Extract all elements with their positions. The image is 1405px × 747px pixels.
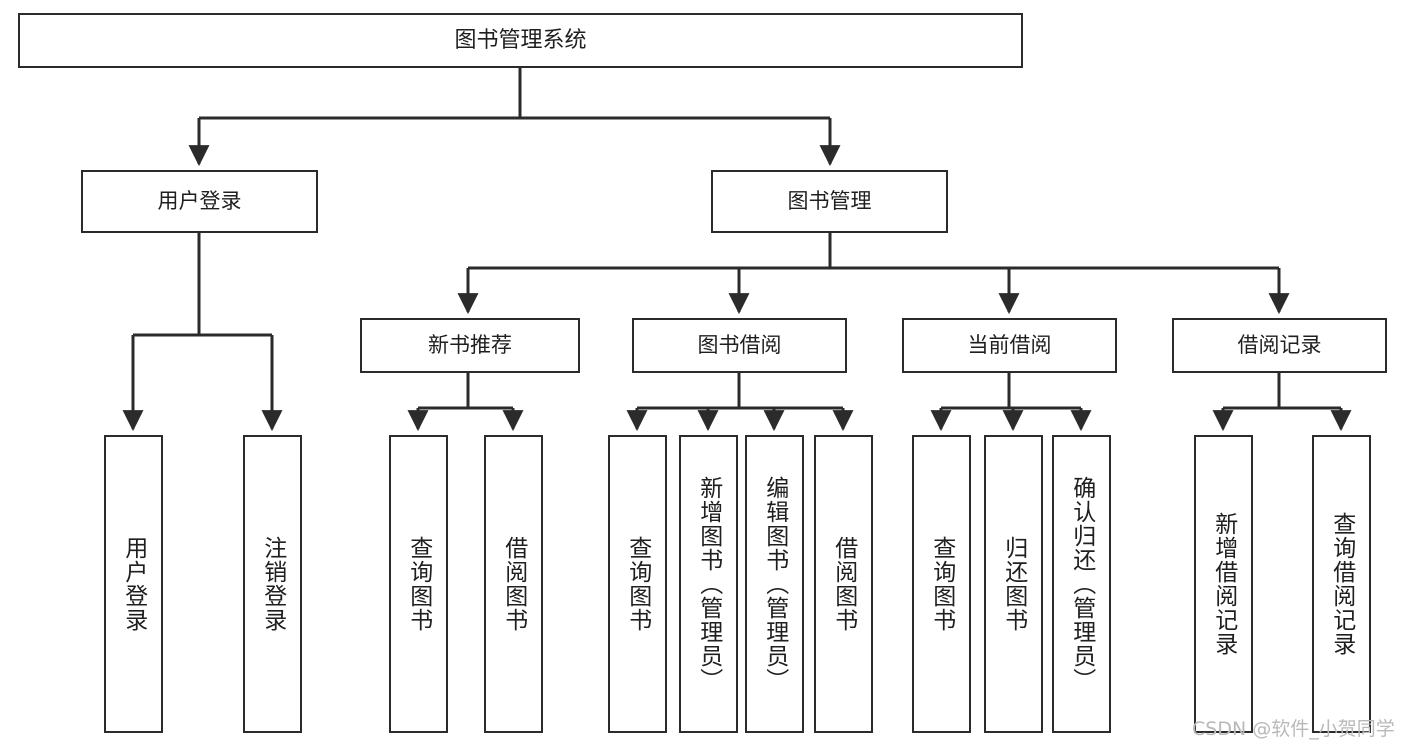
leaf-add-borrow-record[interactable]: 新增借阅记录 <box>1194 435 1253 733</box>
leaf-add-book-admin[interactable]: 新增图书（管理员） <box>679 435 738 733</box>
leaf-query-borrow-record[interactable]: 查询借阅记录 <box>1312 435 1371 733</box>
node-root[interactable]: 图书管理系统 <box>18 13 1023 68</box>
leaf-borrow-book[interactable]: 借阅图书 <box>814 435 873 733</box>
node-borrow-records[interactable]: 借阅记录 <box>1172 318 1387 373</box>
leaf-user-login[interactable]: 用户登录 <box>104 435 163 733</box>
node-book-borrow[interactable]: 图书借阅 <box>632 318 847 373</box>
leaf-return-book[interactable]: 归还图书 <box>984 435 1043 733</box>
leaf-logout[interactable]: 注销登录 <box>243 435 302 733</box>
leaf-borrow-book-newbook[interactable]: 借阅图书 <box>484 435 543 733</box>
node-book-management[interactable]: 图书管理 <box>711 170 948 233</box>
leaf-query-book-newbook[interactable]: 查询图书 <box>389 435 448 733</box>
leaf-query-book-current[interactable]: 查询图书 <box>912 435 971 733</box>
leaf-confirm-return-admin[interactable]: 确认归还（管理员） <box>1052 435 1111 733</box>
watermark-text: CSDN @软件_小贺同学 <box>1192 718 1395 740</box>
leaf-query-book-borrow[interactable]: 查询图书 <box>608 435 667 733</box>
leaf-edit-book-admin[interactable]: 编辑图书（管理员） <box>745 435 804 733</box>
node-current-borrow[interactable]: 当前借阅 <box>902 318 1117 373</box>
node-user-login[interactable]: 用户登录 <box>81 170 318 233</box>
node-new-book-recommend[interactable]: 新书推荐 <box>360 318 580 373</box>
